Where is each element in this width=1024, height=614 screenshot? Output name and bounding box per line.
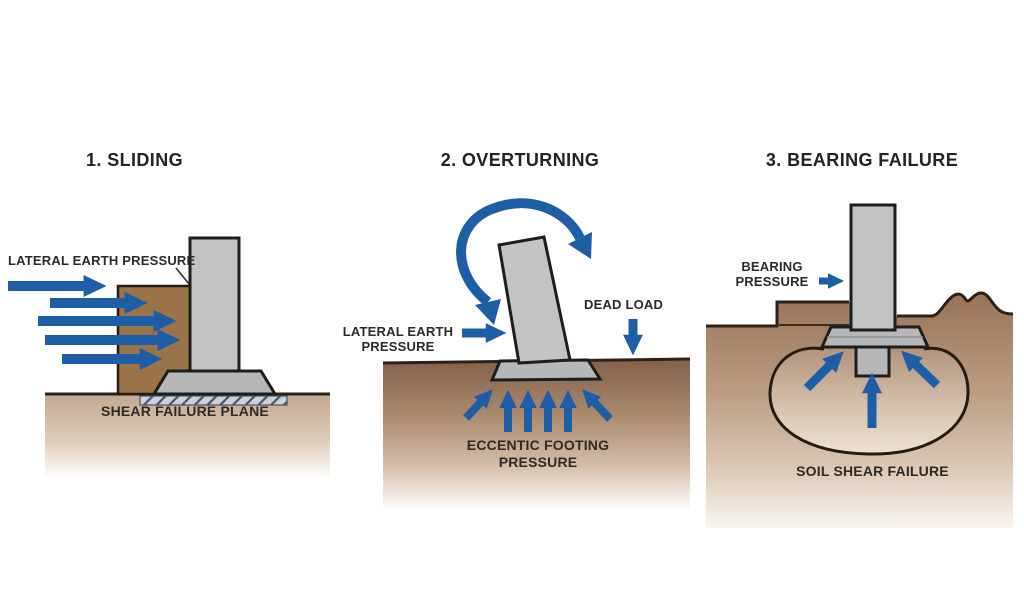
label-line: ECCENTIC FOOTING bbox=[466, 437, 610, 453]
ground-surface-line-right bbox=[897, 291, 1014, 318]
soil-shear-failure-label: SOIL SHEAR FAILURE bbox=[796, 463, 949, 479]
panel-bearing-failure bbox=[706, 203, 1014, 528]
label-line: PRESSURE bbox=[361, 339, 435, 355]
dead-load-label: DEAD LOAD bbox=[584, 297, 664, 312]
ground-soil bbox=[45, 394, 330, 478]
shear-plane-hatch bbox=[139, 395, 288, 406]
panel-sliding bbox=[8, 236, 330, 478]
wall-footing bbox=[489, 358, 603, 382]
panel1-title: 1. SLIDING bbox=[85, 150, 183, 170]
footing-pressure-arrow-up bbox=[582, 389, 613, 422]
rotation-arc-head-left bbox=[475, 299, 501, 325]
ground-soil bbox=[383, 359, 690, 508]
retaining-wall bbox=[849, 203, 897, 332]
panel3-title: 3. BEARING FAILURE bbox=[765, 150, 959, 170]
label-line: PRESSURE bbox=[498, 453, 578, 470]
lateral-earth-pressure-label: LATERAL EARTH PRESSURE bbox=[8, 253, 196, 268]
tilted-retaining-wall bbox=[497, 235, 572, 365]
footing-key-stem bbox=[854, 345, 891, 378]
panel-overturning bbox=[382, 198, 691, 508]
retaining-wall bbox=[188, 236, 241, 374]
footing-pressure-arrow-up bbox=[900, 350, 941, 389]
wall-footing bbox=[151, 369, 278, 396]
rotation-arc-head-right bbox=[568, 232, 592, 259]
eccentric-footing-pressure-label: ECCENTIC FOOTING PRESSURE bbox=[448, 437, 628, 470]
label-line: BEARING bbox=[741, 259, 803, 274]
footing-pressure-arrow-up bbox=[463, 389, 493, 421]
label-leader-line bbox=[175, 267, 190, 285]
soil-reaction-arrows bbox=[803, 350, 941, 428]
label-line: LATERAL EARTH bbox=[342, 324, 454, 339]
footing-pressure-arrow-up bbox=[803, 351, 844, 392]
rotation-arc-arrow bbox=[456, 198, 585, 306]
label-line: PRESSURE bbox=[735, 274, 809, 290]
eccentric-footing-pressure-arrows bbox=[463, 389, 613, 432]
shear-failure-plane-label: SHEAR FAILURE PLANE bbox=[101, 403, 269, 419]
ground-surface-line-left bbox=[706, 300, 849, 328]
lateral-pressure-arrows bbox=[8, 274, 181, 371]
panel2-title: 2. OVERTURNING bbox=[440, 150, 600, 170]
bearing-pressure-label: BEARING PRESSURE bbox=[722, 259, 822, 290]
lateral-earth-pressure-label: LATERAL EARTH PRESSURE bbox=[338, 324, 458, 355]
